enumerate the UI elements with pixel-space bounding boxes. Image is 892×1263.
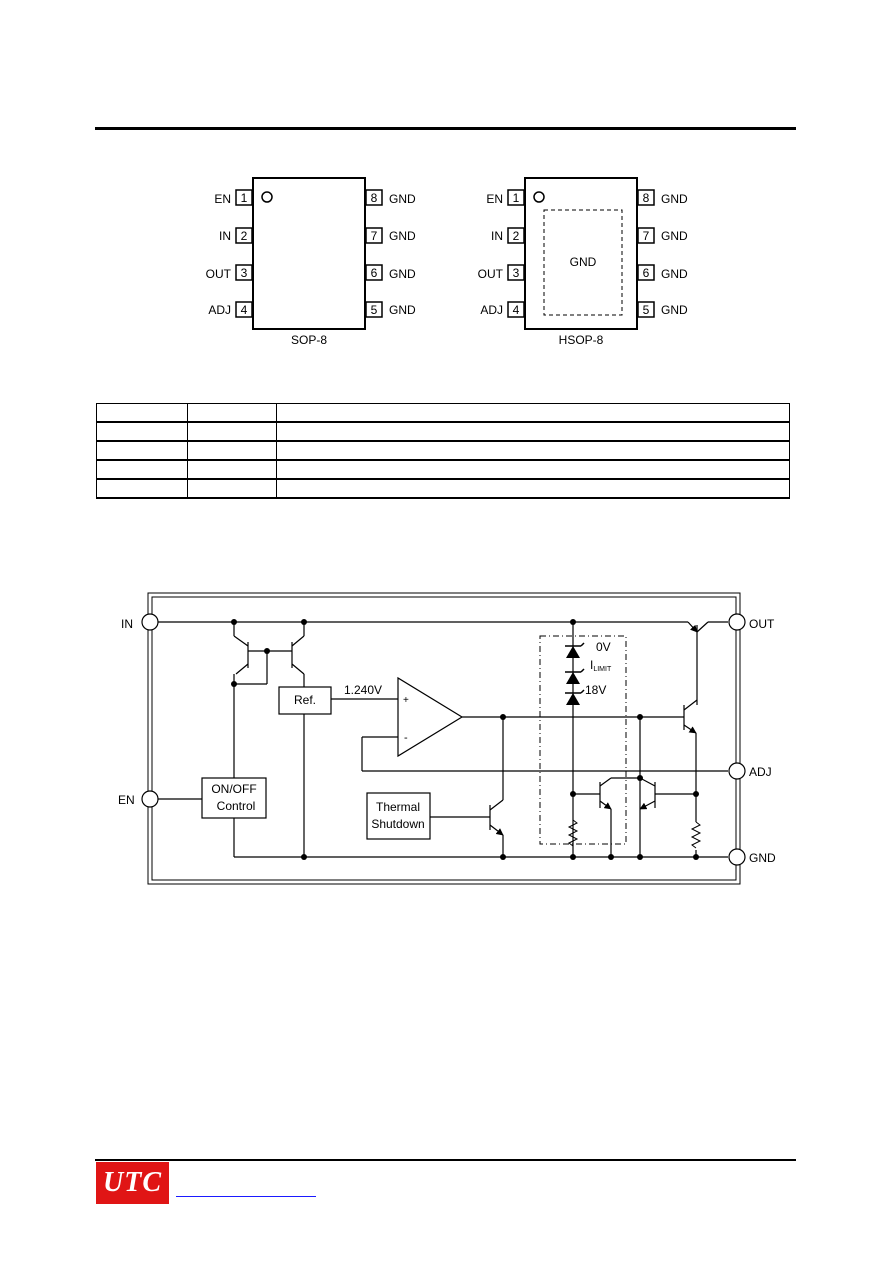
pin-number: 4: [513, 303, 520, 317]
pin-label: GND: [661, 192, 688, 206]
in-pin-label: IN: [121, 617, 133, 631]
gnd-pin-label: GND: [749, 851, 776, 865]
logo-text: UTC: [103, 1167, 162, 1198]
table-cell: [187, 478, 277, 499]
pin-label: IN: [219, 229, 231, 243]
pin-number: 4: [241, 303, 248, 317]
utc-logo: UTC: [96, 1162, 169, 1204]
pin-label: EN: [486, 192, 503, 206]
gnd-terminal: [728, 848, 746, 866]
pin-number: 6: [643, 266, 650, 280]
package-sop8: 1 2 3 4 8 7 6 5 EN IN OUT ADJ GND GND GN…: [206, 177, 416, 347]
table-cell: [96, 421, 188, 442]
pin-number: 5: [643, 303, 650, 317]
thermal-shutdown-block: [366, 792, 431, 840]
adj-pin-label: ADJ: [749, 765, 772, 779]
table-cell: [96, 403, 188, 423]
table-row: [96, 459, 790, 480]
pin-label: GND: [389, 267, 416, 281]
pin-number: 7: [371, 229, 378, 243]
table-cell: [96, 440, 188, 461]
pin-label: GND: [661, 303, 688, 317]
pin-label: GND: [389, 192, 416, 206]
block-diagram: Ref. 1.240V + - ON/OFF Control Thermal S…: [118, 592, 776, 885]
exposed-pad-label: GND: [570, 255, 597, 269]
en-pin-label: EN: [118, 793, 135, 807]
table-cell: [96, 478, 188, 499]
out-terminal: [728, 613, 746, 631]
pin-label: GND: [389, 303, 416, 317]
pin-label: GND: [389, 229, 416, 243]
pin-number: 3: [241, 266, 248, 280]
zener-label: 0V: [596, 640, 611, 654]
thermal-label: Shutdown: [371, 817, 424, 831]
table-header-row: [96, 403, 790, 423]
onoff-label: Control: [217, 799, 256, 813]
table-cell: [187, 403, 277, 423]
pin-label: ADJ: [480, 303, 503, 317]
opamp-minus: -: [404, 732, 408, 744]
reference-label: Ref.: [294, 693, 316, 707]
table-cell: [187, 459, 277, 480]
pin-number: 1: [513, 191, 520, 205]
footer-rule: [95, 1159, 796, 1161]
table-cell: [276, 440, 790, 461]
table-cell: [276, 421, 790, 442]
pin-configuration: 1 2 3 4 8 7 6 5 EN IN OUT ADJ GND GND GN…: [206, 177, 688, 347]
header-rule: [95, 127, 796, 130]
reference-voltage: 1.240V: [344, 683, 382, 697]
zener-label: 18V: [585, 683, 606, 697]
table-cell: [187, 440, 277, 461]
pin-number: 8: [371, 191, 378, 205]
pin-number: 5: [371, 303, 378, 317]
reference-block: [278, 686, 332, 715]
package-name: HSOP-8: [559, 333, 604, 347]
onoff-control-block: [201, 777, 267, 819]
pin-label: OUT: [478, 267, 504, 281]
out-pin-label: OUT: [749, 617, 775, 631]
pin-number: 6: [371, 266, 378, 280]
package-name: SOP-8: [291, 333, 327, 347]
table-row: [96, 478, 790, 499]
package-hsop8: GND 1 2 3 4 8 7 6 5 EN IN OUT ADJ GND GN…: [478, 177, 688, 347]
pin-number: 2: [513, 229, 520, 243]
en-terminal: [141, 790, 159, 808]
table-cell: [96, 459, 188, 480]
table-cell: [276, 403, 790, 423]
pin-label: EN: [214, 192, 231, 206]
pin-number: 7: [643, 229, 650, 243]
table-row: [96, 440, 790, 461]
pin-label: IN: [491, 229, 503, 243]
table-cell: [187, 421, 277, 442]
thermal-label: Thermal: [376, 800, 420, 814]
pin-label: GND: [661, 267, 688, 281]
pin-description-table: [96, 403, 790, 499]
pin-number: 8: [643, 191, 650, 205]
website-link[interactable]: [176, 1180, 316, 1197]
opamp-plus: +: [403, 695, 409, 706]
table-row: [96, 421, 790, 442]
adj-terminal: [728, 762, 746, 780]
in-terminal: [141, 613, 159, 631]
pin-label: OUT: [206, 267, 232, 281]
pin-number: 2: [241, 229, 248, 243]
onoff-label: ON/OFF: [211, 782, 256, 796]
ilimit-label: ILIMIT: [590, 658, 612, 673]
pin-number: 1: [241, 191, 248, 205]
pin-number: 3: [513, 266, 520, 280]
pin-label: GND: [661, 229, 688, 243]
table-cell: [276, 478, 790, 499]
table-cell: [276, 459, 790, 480]
pin-label: ADJ: [208, 303, 231, 317]
